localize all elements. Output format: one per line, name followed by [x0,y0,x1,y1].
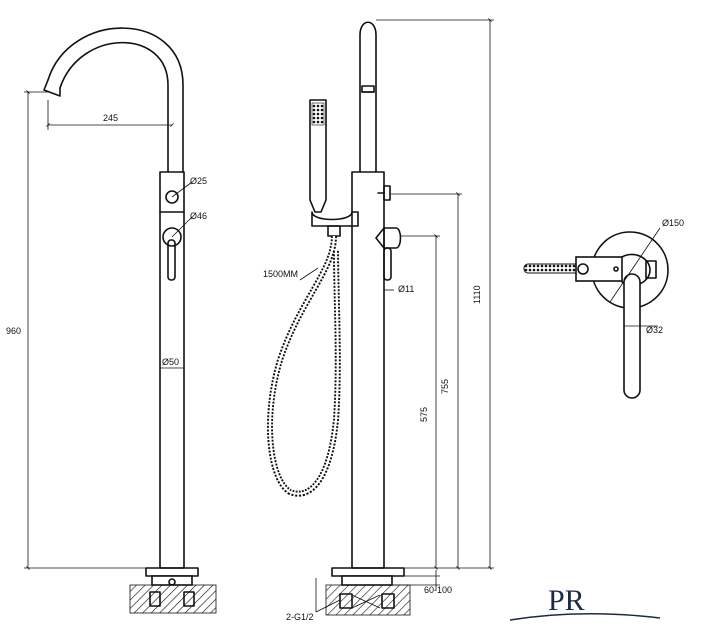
mixer-knob [162,227,182,247]
spout-outer [47,27,184,173]
hand-shower [309,99,327,213]
dim-g12: 2-G1/2 [286,612,314,622]
left-elevation-view: 245 960 Ø25 Ø46 Ø50 [6,27,217,614]
dim-hose-1500: 1500MM [263,269,298,279]
mixer-lever [167,239,176,281]
dim-dia46: Ø46 [190,211,207,221]
floor-fixing-left [129,584,217,614]
brand-logo: PR [509,584,661,621]
top-plan-view: Ø150 Ø32 [523,218,684,399]
middle-lever [383,247,392,281]
dim-dia11: Ø11 [398,284,414,294]
floor-fixing-middle [325,584,411,616]
dim-575: 575 [419,407,429,422]
dim-755: 755 [440,379,450,394]
dim-60-100: 60-100 [424,585,452,595]
plan-lever [623,273,641,399]
dim-960: 960 [6,326,21,336]
spout-inner [59,41,169,173]
diverter-button [383,185,391,201]
shower-holder [311,211,359,227]
dim-1110: 1110 [472,285,482,304]
middle-mixer [383,227,402,249]
spout-tip [43,79,61,97]
dim-245: 245 [103,113,118,123]
logo-text: PR [548,584,585,617]
tall-column [359,21,377,173]
dim-dia25: Ø25 [190,176,207,186]
middle-body [351,171,385,569]
diverter-knob [165,190,179,204]
dim-dia32: Ø32 [646,325,663,335]
dim-dia50: Ø50 [162,357,179,367]
body-column [159,171,185,569]
middle-elevation-view: 1500MM Ø11 1110 755 575 60-100 2-G1/2 [263,18,494,622]
dim-dia150: Ø150 [662,218,684,228]
textured-handle [523,263,581,274]
